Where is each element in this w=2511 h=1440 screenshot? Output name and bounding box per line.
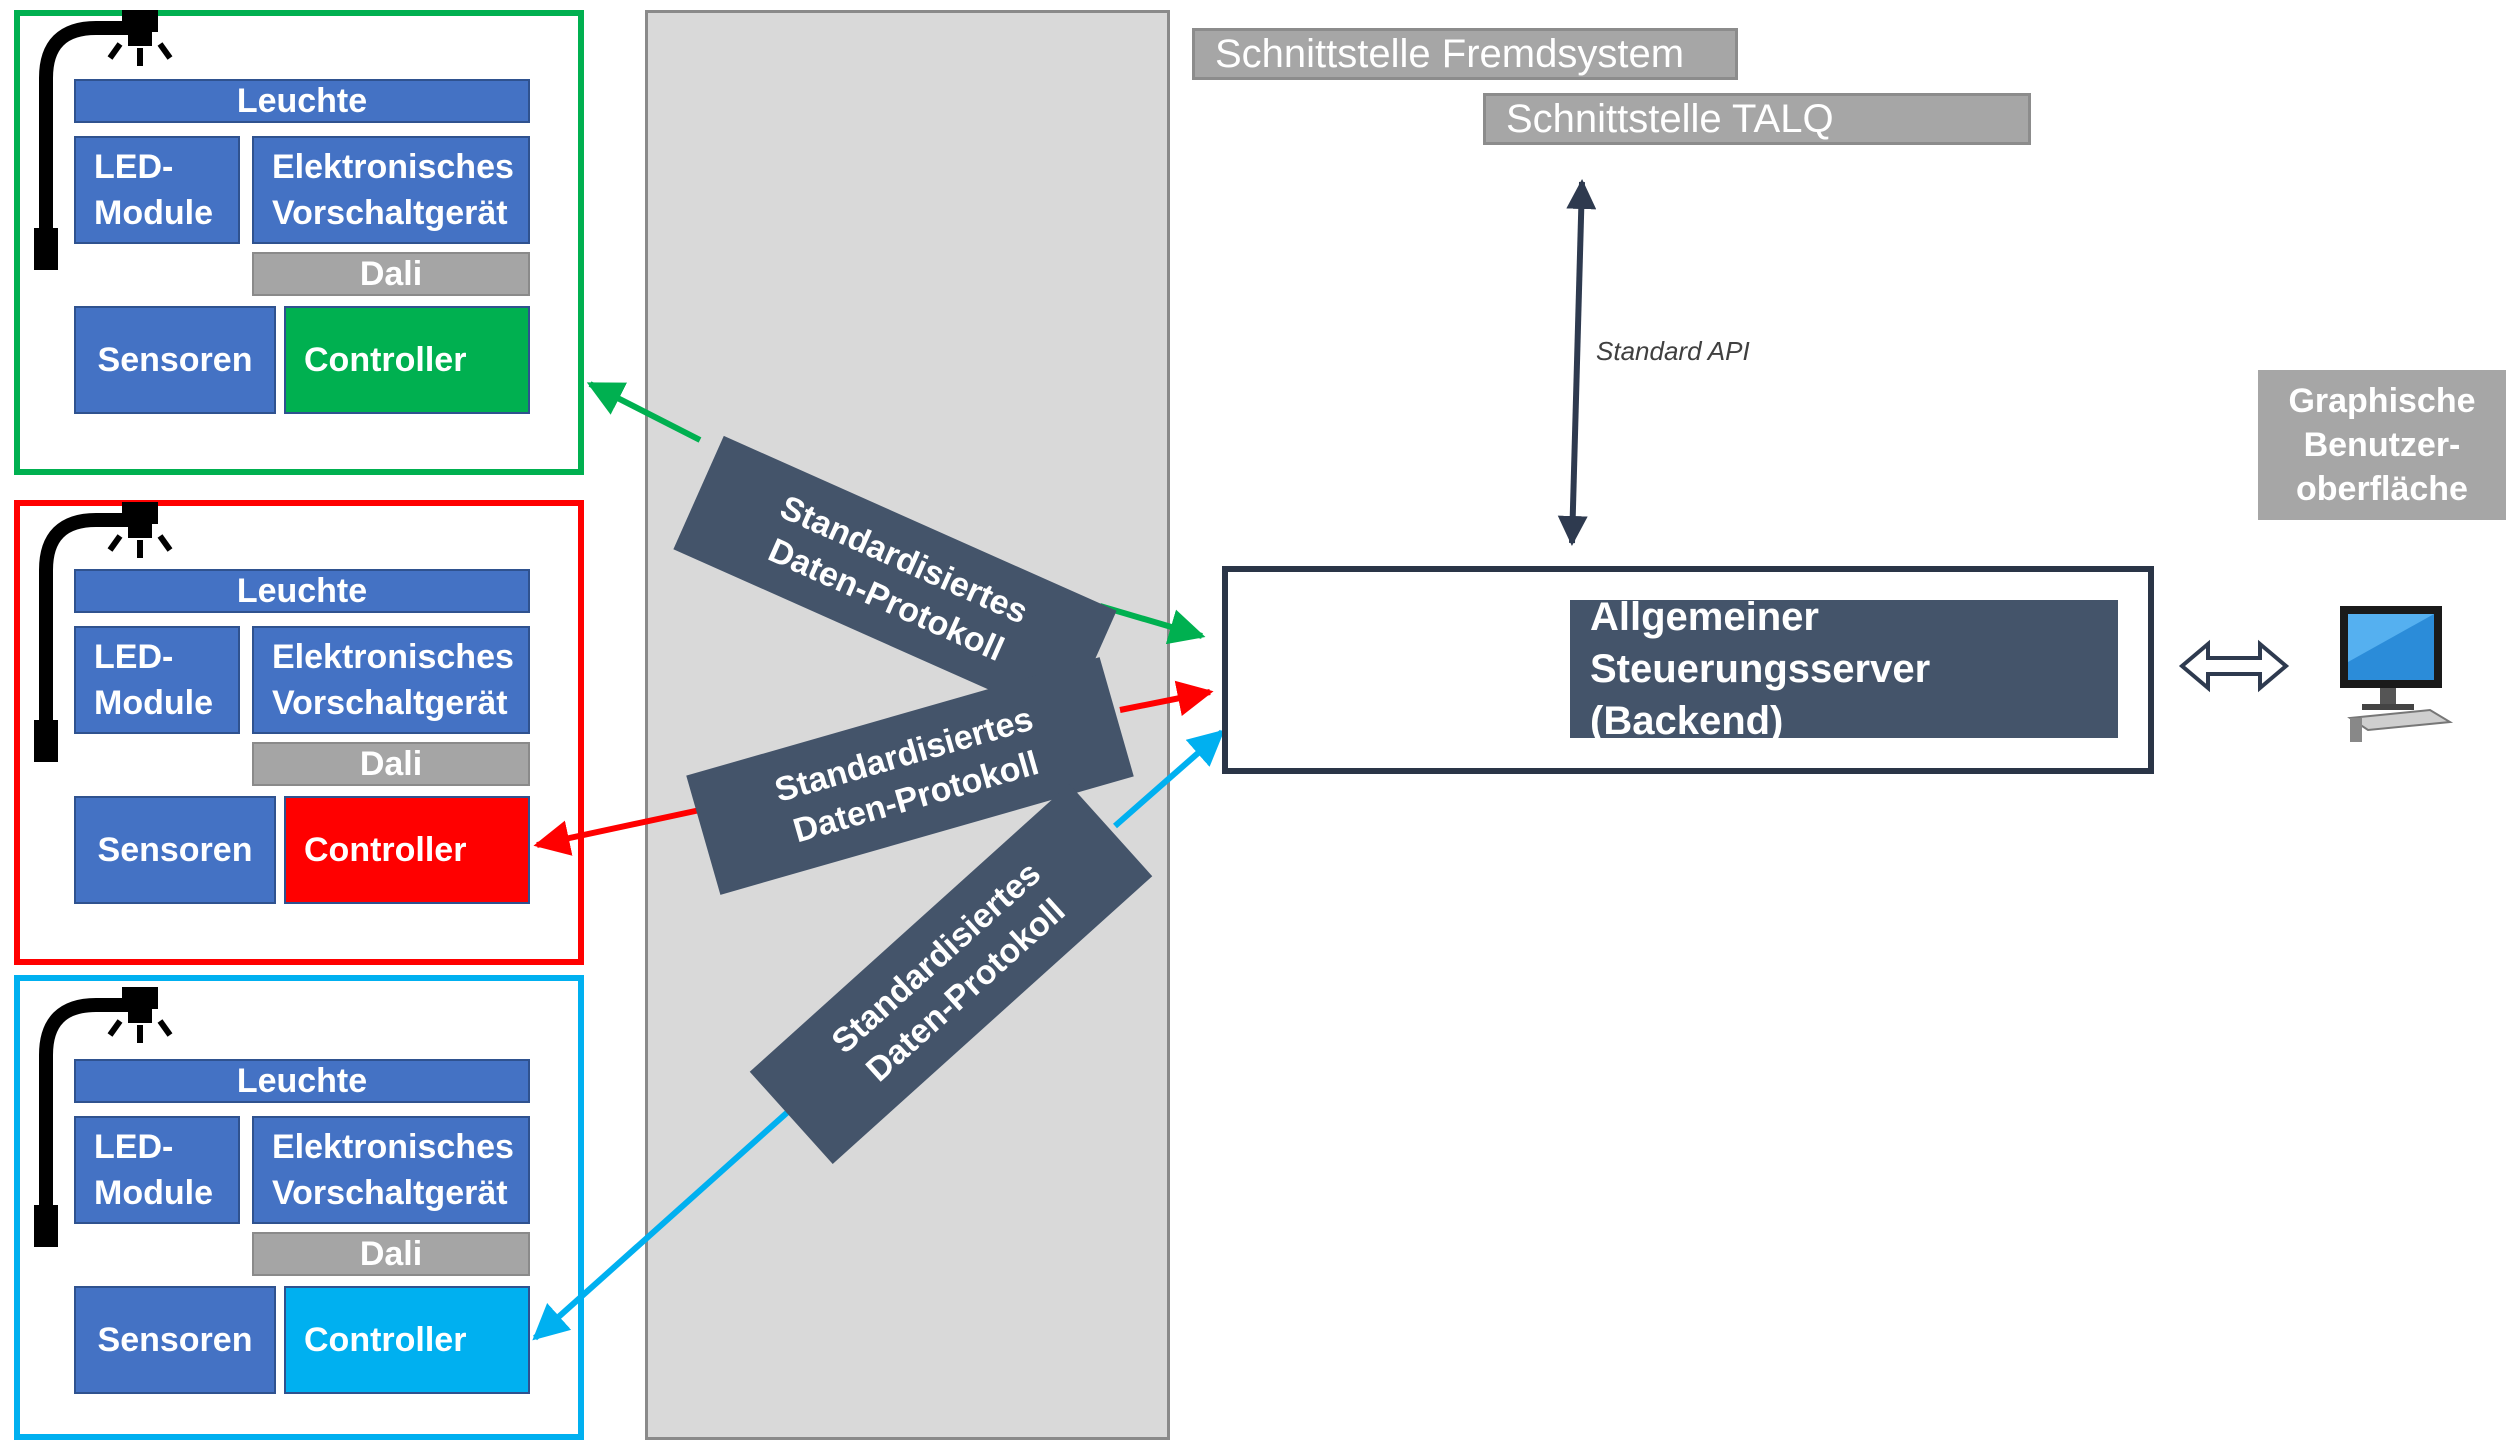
computer-icon — [2340, 606, 2454, 742]
sensoren-box: Sensoren — [74, 1286, 276, 1394]
arrow-cyan-to-controller — [532, 1107, 792, 1341]
led-module-box: LED-Module — [74, 136, 240, 244]
streetlamp-icon — [34, 987, 170, 1247]
leuchte-label: Leuchte — [74, 1059, 530, 1103]
arrow-standard-api — [1557, 179, 1597, 546]
interface-fremdsystem: Schnittstelle Fremdsystem — [1192, 28, 1738, 80]
controller-box: Controller — [284, 796, 530, 904]
standard-api-label: Standard API — [1596, 336, 1750, 366]
arrow-red-to-server — [1119, 680, 1214, 717]
arrow-cyan-to-server — [1113, 729, 1225, 829]
led-module-box: LED-Module — [74, 1116, 240, 1224]
interface-talq: Schnittstelle TALQ — [1483, 93, 2031, 145]
controller-box: Controller — [284, 306, 530, 414]
leuchte-label: Leuchte — [74, 569, 530, 613]
arrow-red-to-controller — [533, 807, 701, 856]
double-arrow-icon — [2178, 639, 2290, 693]
arrow-green-out — [1099, 603, 1206, 645]
streetlamp-icon — [34, 502, 170, 762]
dali-bus: Dali — [252, 1232, 530, 1276]
leuchte-label: Leuchte — [74, 79, 530, 123]
sensoren-box: Sensoren — [74, 306, 276, 414]
dali-bus: Dali — [252, 252, 530, 296]
sensoren-box: Sensoren — [74, 796, 276, 904]
streetlamp-icon — [34, 10, 170, 270]
dali-bus: Dali — [252, 742, 530, 786]
led-module-box: LED-Module — [74, 626, 240, 734]
controller-box: Controller — [284, 1286, 530, 1394]
arrow-green-in — [586, 381, 702, 443]
